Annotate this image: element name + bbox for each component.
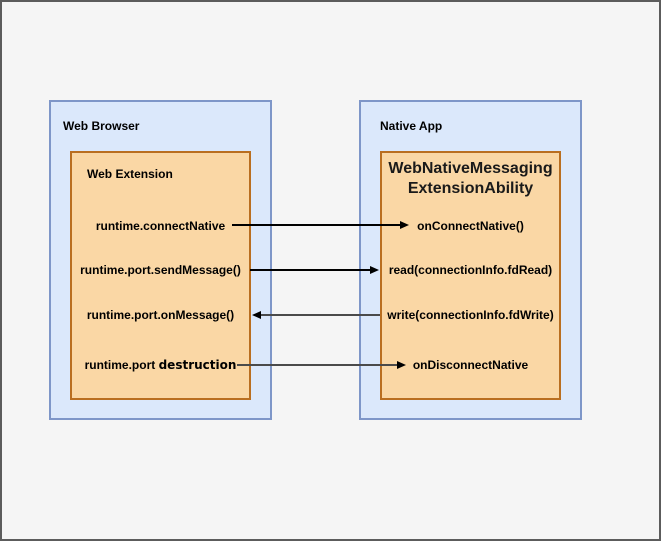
extension-ability-title-line1: WebNativeMessaging (388, 160, 553, 177)
label-runtime-port-sendmessage: runtime.port.sendMessage() (80, 263, 241, 277)
web-extension-title: Web Extension (87, 167, 173, 181)
arrow-connectnative-to-onconnectnative (232, 221, 409, 229)
label-onconnectnative: onConnectNative() (417, 219, 524, 233)
extension-ability-title-line2: ExtensionAbility (407, 180, 534, 197)
extension-ability-box (380, 151, 561, 400)
web-browser-group-title: Web Browser (63, 119, 140, 133)
label-read-fdread: read(connectionInfo.fdRead) (388, 263, 553, 277)
label-runtime-port-destruction-prefix: runtime.port (84, 358, 156, 372)
label-ondisconnectnative: onDisconnectNative (412, 358, 529, 372)
extension-ability-title: WebNativeMessaging ExtensionAbility (380, 159, 561, 199)
arrow-destruction-to-ondisconnectnative (237, 361, 406, 369)
label-runtime-port-destruction: runtime.port destruction (70, 357, 251, 373)
arrow-write-to-onmessage (252, 311, 380, 319)
label-runtime-port-destruction-word: destruction (158, 358, 237, 372)
label-write-fdwrite: write(connectionInfo.fdWrite) (387, 308, 554, 322)
arrow-sendmessage-to-read (250, 266, 379, 274)
web-extension-box (70, 151, 251, 400)
label-runtime-port-onmessage: runtime.port.onMessage() (86, 308, 235, 322)
label-runtime-connectnative: runtime.connectNative (95, 219, 226, 233)
native-app-group-title: Native App (380, 119, 443, 133)
